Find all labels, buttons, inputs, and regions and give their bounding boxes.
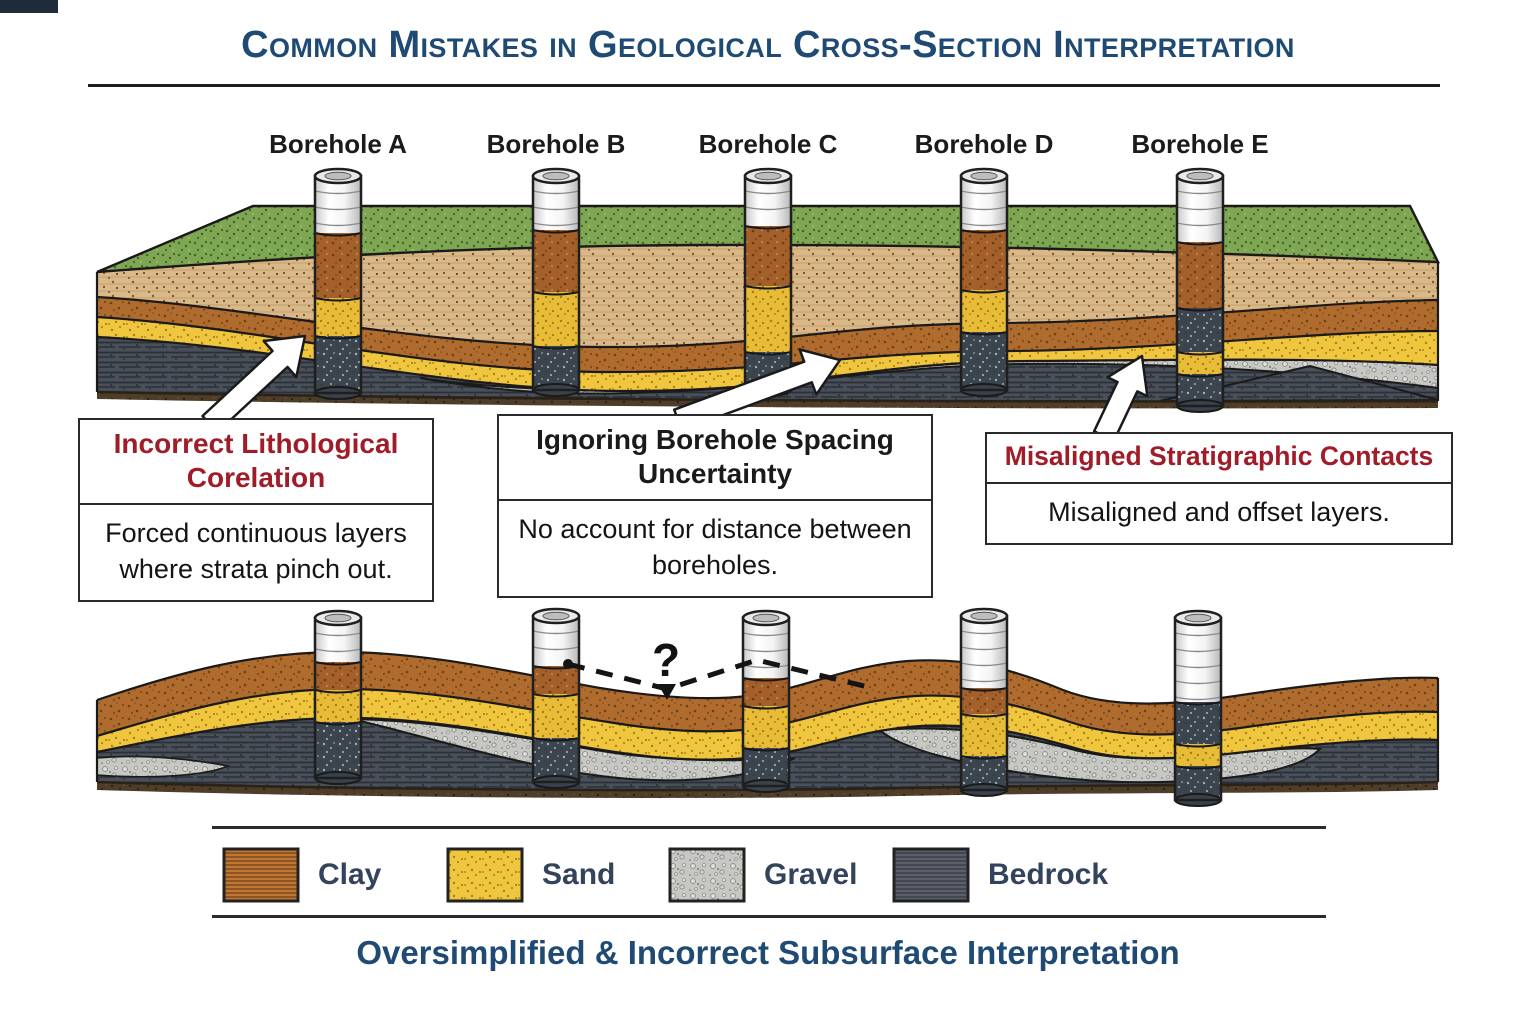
callout-body: Misaligned and offset layers. bbox=[1048, 496, 1390, 527]
borehole-label-b: Borehole B bbox=[486, 129, 626, 159]
callout-title: Misaligned Stratigraphic Contacts bbox=[987, 434, 1451, 484]
callout-arrow-misaligned bbox=[1092, 354, 1149, 442]
interp-borehole-1-column bbox=[313, 609, 363, 785]
interp-borehole-4-column bbox=[959, 607, 1009, 797]
legend-item-gravel: Gravel bbox=[668, 847, 857, 903]
interp-sand-layer bbox=[97, 688, 1438, 760]
borehole-a-column bbox=[313, 167, 363, 400]
uncertainty-dashed-line bbox=[567, 657, 873, 692]
callout-borehole-spacing: Ignoring Borehole Spacing Uncertainty No… bbox=[497, 414, 933, 599]
legend-divider-bottom bbox=[212, 915, 1326, 918]
screen-corner-artifact bbox=[0, 0, 58, 13]
callout-arrow-spacing bbox=[672, 348, 842, 432]
callout-body: No account for distance between borehole… bbox=[518, 514, 912, 580]
bedrock-layer bbox=[97, 337, 1438, 402]
borehole-d-column bbox=[959, 167, 1009, 397]
gravel-swatch-icon bbox=[668, 847, 746, 903]
true-boreholes bbox=[313, 167, 1225, 413]
legend-item-sand: Sand bbox=[446, 847, 615, 903]
interp-borehole-3-column bbox=[741, 609, 791, 793]
callout-body: Forced continuous layers where strata pi… bbox=[105, 518, 407, 584]
borehole-b-column bbox=[531, 167, 581, 397]
borehole-label-a: Borehole A bbox=[269, 129, 407, 159]
legend-label: Bedrock bbox=[988, 858, 1109, 891]
callout-arrows bbox=[201, 334, 1149, 442]
title-divider bbox=[88, 84, 1440, 87]
callout-title: Incorrect Lithological Corelation bbox=[80, 420, 432, 506]
borehole-c-column bbox=[743, 167, 793, 397]
bedrock-swatch-icon bbox=[892, 847, 970, 903]
interp-borehole-2-column bbox=[531, 607, 581, 789]
sand-swatch-icon bbox=[446, 847, 524, 903]
legend-label: Sand bbox=[542, 858, 616, 891]
borehole-label-d: Borehole D bbox=[914, 129, 1054, 159]
page-title: Common Mistakes in Geological Cross-Sect… bbox=[241, 24, 1295, 66]
legend-item-bedrock: Bedrock bbox=[892, 847, 1108, 903]
borehole-label-e: Borehole E bbox=[1131, 129, 1269, 159]
dashed-line-start-dot bbox=[563, 659, 573, 669]
uncertainty-annotation: ? bbox=[563, 634, 873, 700]
clay-swatch-icon bbox=[222, 847, 300, 903]
borehole-label-c: Borehole C bbox=[698, 129, 838, 159]
clay-layer bbox=[97, 297, 1438, 372]
interp-borehole-5-column bbox=[1173, 609, 1223, 807]
sand-layer bbox=[97, 317, 1438, 392]
legend-divider-top bbox=[212, 826, 1326, 829]
callout-misaligned-contacts: Misaligned Stratigraphic Contacts Misali… bbox=[985, 432, 1453, 546]
legend-label: Gravel bbox=[764, 858, 858, 891]
callout-title: Ignoring Borehole Spacing Uncertainty bbox=[499, 416, 931, 502]
callout-lithological-correlation: Incorrect Lithological Corelation Forced… bbox=[78, 418, 434, 603]
interp-gravel-sliver bbox=[96, 755, 231, 778]
dashed-line-arrowhead bbox=[658, 684, 676, 700]
bottom-caption: Oversimplified & Incorrect Subsurface In… bbox=[356, 934, 1180, 971]
interpreted-boreholes bbox=[313, 607, 1223, 807]
legend-label: Clay bbox=[318, 858, 382, 891]
uncertainty-question-mark: ? bbox=[652, 634, 680, 686]
legend-item-clay: Clay bbox=[222, 847, 381, 903]
borehole-e-column bbox=[1175, 167, 1225, 413]
callout-arrow-lithological bbox=[201, 334, 307, 434]
